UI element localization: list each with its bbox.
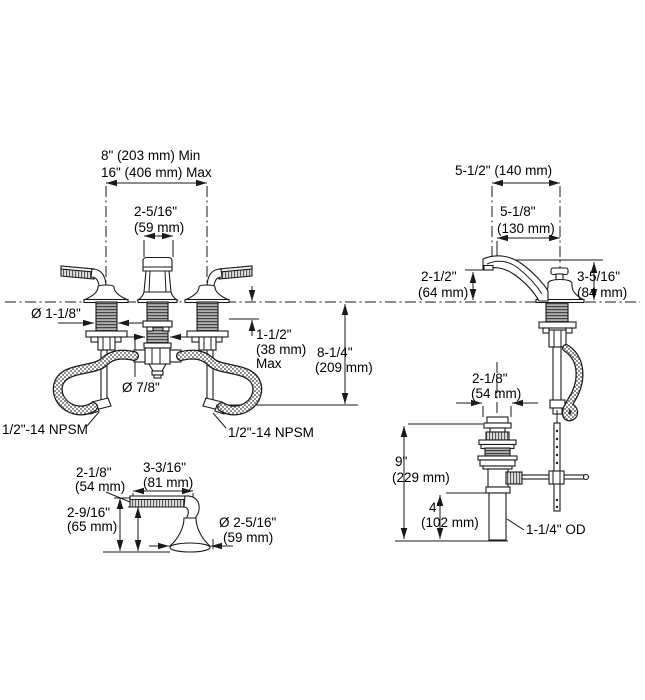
spout-side [482,255,585,422]
left-handle [60,265,129,304]
label-below-deck-height: 8-1/4" [317,345,353,360]
label-handle-shank-dia: Ø 1-1/8" [31,306,81,321]
label-flange-dia: 2-1/8" [472,371,508,386]
label-base-dia: Ø 2-5/16" [219,515,277,530]
label-spout-shank-dia: Ø 7/8" [122,380,160,395]
center-spout-front [136,256,179,304]
label-deck-thickness-mm: (38 mm) [256,342,306,357]
label-tailpiece-length-mm: (102 mm) [421,515,479,530]
label-spout-width-mm: (59 mm) [134,220,184,235]
label-below-deck-height-mm: (209 mm) [315,360,373,375]
label-npsm-left: 1/2"-14 NPSM [2,422,88,437]
label-handle-height-mm: (65 mm) [67,519,117,534]
handle-detail-view [129,495,212,553]
label-handle-length: 3-3/16" [143,460,186,475]
drain-assembly [477,416,523,541]
label-spout-height-mm: (84 mm) [577,285,627,300]
left-valve-assembly [85,301,128,415]
front-view [52,256,263,416]
label-spout-width: 2-5/16" [134,204,177,219]
label-outlet-height-mm: (64 mm) [418,285,468,300]
label-spread-min: 8" (203 mm) Min [101,148,200,163]
label-npsm-right: 1/2"-14 NPSM [228,425,314,440]
label-spout-reach: 5-1/2" (140 mm) [455,163,552,178]
label-spout-height: 3-5/16" [577,269,620,284]
lift-rod-linkage [520,410,590,512]
label-aerator-reach: 5-1/8" [500,204,536,219]
label-aerator-reach-mm: (130 mm) [497,221,555,236]
label-grip-height: 2-1/8" [76,465,112,480]
labels: 8" (203 mm) Min 16" (406 mm) Max 2-5/16"… [2,148,627,545]
supply-hoses [52,349,263,416]
label-base-dia-mm: (59 mm) [223,530,273,545]
label-flange-dia-mm: (54 mm) [471,386,521,401]
label-grip-height-mm: (54 mm) [75,479,125,494]
label-outlet-height: 2-1/2" [421,269,457,284]
label-drain-height: 9" [395,454,408,469]
right-handle [184,265,253,304]
label-tailpiece-od: 1-1/4" OD [526,522,586,537]
spout-shank-tee [133,301,182,379]
label-spread-max: 16" (406 mm) Max [101,165,212,180]
label-deck-thickness: 1-1/2" [256,327,292,342]
label-tailpiece-length: 4" [429,500,442,515]
label-handle-length-mm: (81 mm) [143,475,193,490]
side-view [482,255,590,512]
label-deck-thickness-max: Max [256,356,282,371]
label-handle-height: 2-9/16" [67,505,110,520]
label-drain-height-mm: (229 mm) [392,470,450,485]
